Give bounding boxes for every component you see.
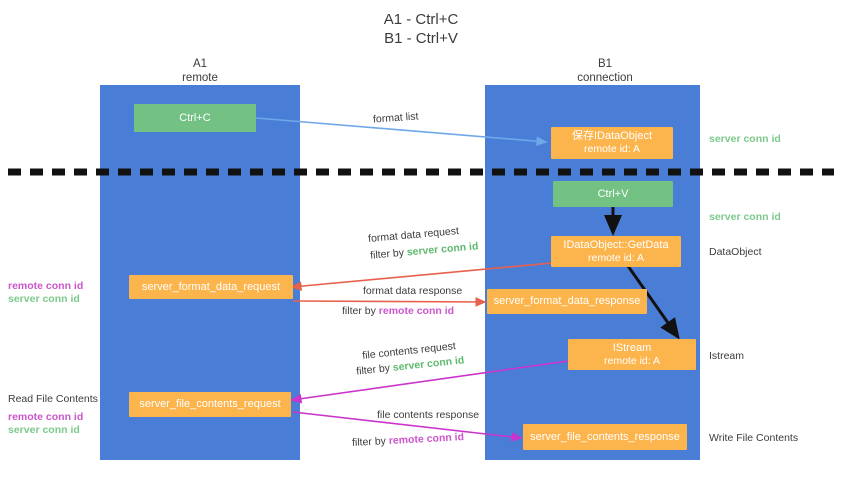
filter-prefix: filter by	[342, 305, 379, 317]
node-istream[interactable]: IStream remote id: A	[568, 339, 696, 370]
edge-label-format-data-response: format data response	[363, 285, 463, 297]
annotation-read-file-contents: Read File Contents	[8, 393, 98, 405]
column-header-b1-sub: connection	[577, 72, 633, 84]
node-ctrl-v[interactable]: Ctrl+V	[553, 181, 673, 207]
node-server-format-data-response[interactable]: server_format_data_response	[487, 289, 647, 314]
filter-prefix: filter by	[355, 361, 394, 378]
node-getdata-line1: IDataObject::GetData	[563, 238, 669, 251]
edge-label-format-data-response-filter: filter by remote conn id	[342, 304, 454, 318]
node-server-format-data-response-label: server_format_data_response	[493, 295, 641, 307]
node-server-file-contents-response-label: server_file_contents_response	[530, 430, 680, 443]
filter-value-server-conn-id: server conn id	[406, 240, 479, 259]
node-server-file-contents-request-label: server_file_contents_request	[139, 398, 281, 410]
column-header-b1: B1 connection	[525, 57, 685, 85]
column-header-a1-name: A1	[192, 58, 208, 70]
node-idataobject-top[interactable]: 保存IDataObject remote id: A	[551, 127, 673, 159]
filter-value-remote-conn-id: remote conn id	[388, 431, 465, 447]
column-header-a1: A1 remote	[120, 57, 280, 85]
annotation-write-file-contents: Write File Contents	[709, 432, 799, 444]
node-server-file-contents-request[interactable]: server_file_contents_request	[129, 392, 291, 417]
node-getdata-line2: remote id: A	[587, 251, 645, 264]
node-server-format-data-request[interactable]: server_format_data_request	[129, 275, 293, 299]
title-line-1: A1 - Ctrl+C	[383, 11, 459, 28]
node-ctrl-v-label: Ctrl+V	[597, 187, 629, 200]
diagram-title: A1 - Ctrl+C B1 - Ctrl+V	[0, 10, 842, 48]
node-ctrl-c-label: Ctrl+C	[179, 111, 211, 124]
annotation-left-server-conn-id-bottom: server conn id	[8, 424, 80, 436]
filter-value-remote-conn-id: remote conn id	[378, 305, 455, 317]
node-idataobject-getdata[interactable]: IDataObject::GetData remote id: A	[551, 236, 681, 267]
arrow-format-data-response	[292, 297, 487, 307]
annotation-left-remote-conn-id-mid: remote conn id	[8, 280, 84, 292]
node-idataobject-top-line1: 保存IDataObject	[571, 130, 653, 142]
filter-prefix: filter by	[369, 246, 408, 262]
annotation-left-server-conn-id-mid: server conn id	[8, 293, 80, 305]
edge-label-format-list: format list	[372, 110, 419, 126]
annotation-istream: Istream	[709, 350, 745, 362]
edge-label-file-contents-response: file contents response	[377, 409, 480, 421]
filter-prefix: filter by	[351, 435, 390, 449]
edge-label-file-contents-response-filter: filter by remote conn id	[352, 430, 465, 450]
column-header-a1-sub: remote	[182, 72, 218, 84]
node-ctrl-c[interactable]: Ctrl+C	[134, 104, 256, 132]
annotation-server-conn-id-mid: server conn id	[709, 211, 781, 223]
annotation-server-conn-id-top: server conn id	[709, 133, 781, 145]
annotation-dataobject: DataObject	[709, 246, 762, 258]
node-server-format-data-request-label: server_format_data_request	[141, 280, 281, 293]
column-header-b1-name: B1	[597, 58, 613, 70]
node-istream-line2: remote id: A	[603, 354, 661, 367]
node-istream-line1: IStream	[612, 341, 652, 354]
node-server-file-contents-response[interactable]: server_file_contents_response	[523, 424, 687, 450]
node-idataobject-top-line2: remote id: A	[583, 143, 641, 155]
title-line-2: B1 - Ctrl+V	[384, 30, 458, 47]
annotation-left-remote-conn-id-bottom: remote conn id	[8, 411, 84, 423]
